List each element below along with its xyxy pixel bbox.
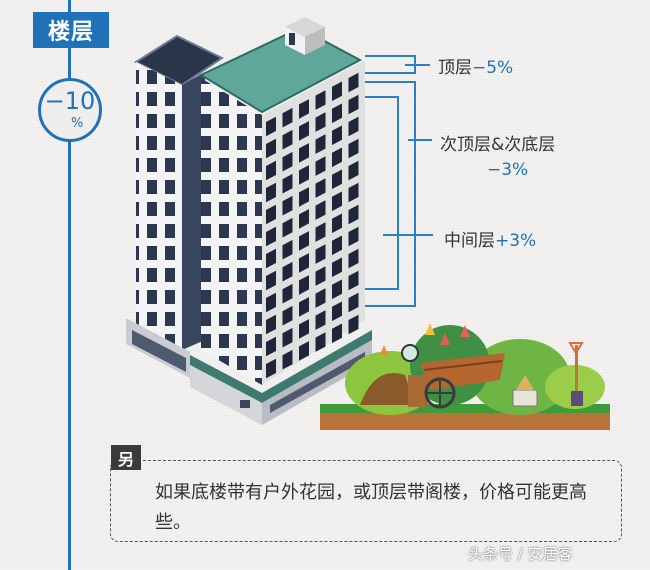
watermark: 头条号 / 安居客 — [468, 545, 573, 563]
note-box — [110, 460, 622, 542]
note-tag: 另 — [111, 445, 141, 470]
bracket-top-h1 — [365, 55, 415, 57]
timeline-line-mid — [68, 46, 71, 80]
floor-name-second: 次顶层&次底层 — [440, 135, 556, 155]
garden-illustration — [320, 323, 610, 430]
floor-label-middle: 中间层+3% — [444, 226, 536, 251]
category-title: 楼层 — [47, 20, 94, 45]
building-illustration — [126, 17, 372, 425]
bracket-mid-v — [414, 81, 416, 306]
bracket-inner-h1 — [365, 96, 398, 98]
adjustment-value: −10 — [44, 87, 96, 115]
note-tag-label: 另 — [117, 449, 134, 469]
bracket-mid-h1 — [365, 81, 415, 83]
floor-label-top: 顶层−5% — [438, 53, 513, 78]
adjustment-badge: −10 % — [38, 78, 102, 142]
adjustment-unit: % — [71, 116, 84, 131]
bracket-top-h2 — [365, 72, 416, 74]
floor-name-middle: 中间层 — [444, 231, 495, 251]
floor-value-second: −3% — [487, 160, 529, 180]
floor-value-second-row: −3% — [487, 160, 528, 180]
bracket-inner-h2 — [365, 288, 399, 290]
floor-value-top: −5% — [472, 58, 514, 78]
bracket-mid-tick — [408, 139, 432, 141]
floor-label-second: 次顶层&次底层 — [440, 130, 555, 155]
floor-value-middle: +3% — [495, 231, 537, 251]
bracket-inner-tick — [383, 234, 433, 236]
bracket-inner-v — [397, 96, 399, 289]
bracket-top-tick — [405, 64, 430, 66]
bracket-mid-h2 — [365, 305, 416, 307]
timeline-line-top — [68, 0, 71, 14]
note-text: 如果底楼带有户外花园，或顶层带阁楼，价格可能更高些。 — [155, 482, 587, 533]
floor-name-top: 顶层 — [438, 58, 472, 78]
timeline-line-bottom — [68, 137, 71, 570]
category-tag: 楼层 — [33, 12, 109, 48]
